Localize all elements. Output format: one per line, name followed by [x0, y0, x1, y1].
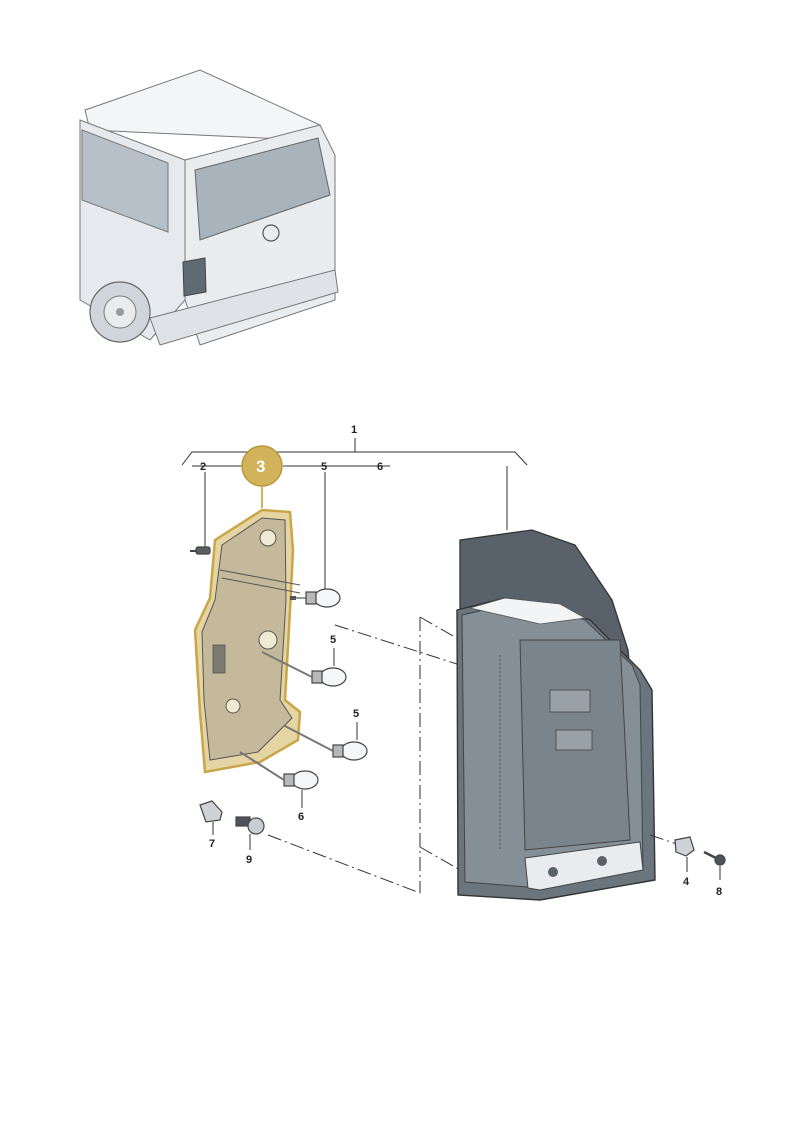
- label-part-5-low: 5: [353, 708, 359, 720]
- clip-part-7[interactable]: [199, 800, 223, 823]
- nut-part-4[interactable]: [674, 836, 695, 857]
- label-part-1: 1: [351, 424, 357, 436]
- bulb-part-5-mid[interactable]: [311, 667, 347, 687]
- label-part-7: 7: [209, 838, 215, 850]
- label-part-5-top: 5: [321, 461, 327, 473]
- van-rear-illustration: [79, 69, 339, 346]
- label-part-8: 8: [716, 886, 722, 898]
- bulb-carrier-part-3[interactable]: [193, 508, 302, 774]
- group-bracket: 1 2 5 6: [181, 424, 528, 530]
- callout-label: 3: [256, 457, 265, 476]
- assembly-lines: [267, 616, 461, 894]
- callout-part-3[interactable]: 3: [241, 445, 283, 508]
- label-part-2: 2: [200, 461, 206, 473]
- bulb-part-5-low[interactable]: [332, 741, 368, 761]
- label-part-6-top: 6: [377, 461, 383, 473]
- screw-part-8[interactable]: [703, 850, 726, 866]
- label-part-4: 4: [683, 876, 690, 888]
- screw-part-2[interactable]: [190, 546, 211, 555]
- tail-light-on-van: [182, 257, 207, 297]
- vw-logo-icon: [262, 224, 280, 242]
- tail-light-housing[interactable]: [456, 529, 656, 901]
- bulb-part-6-low[interactable]: [283, 770, 319, 790]
- bulb-part-5-top[interactable]: [305, 588, 341, 608]
- label-part-6-low: 6: [298, 811, 304, 823]
- ball-stud-part-9[interactable]: [235, 816, 265, 835]
- label-part-5-mid: 5: [330, 634, 336, 646]
- label-part-9: 9: [246, 854, 252, 866]
